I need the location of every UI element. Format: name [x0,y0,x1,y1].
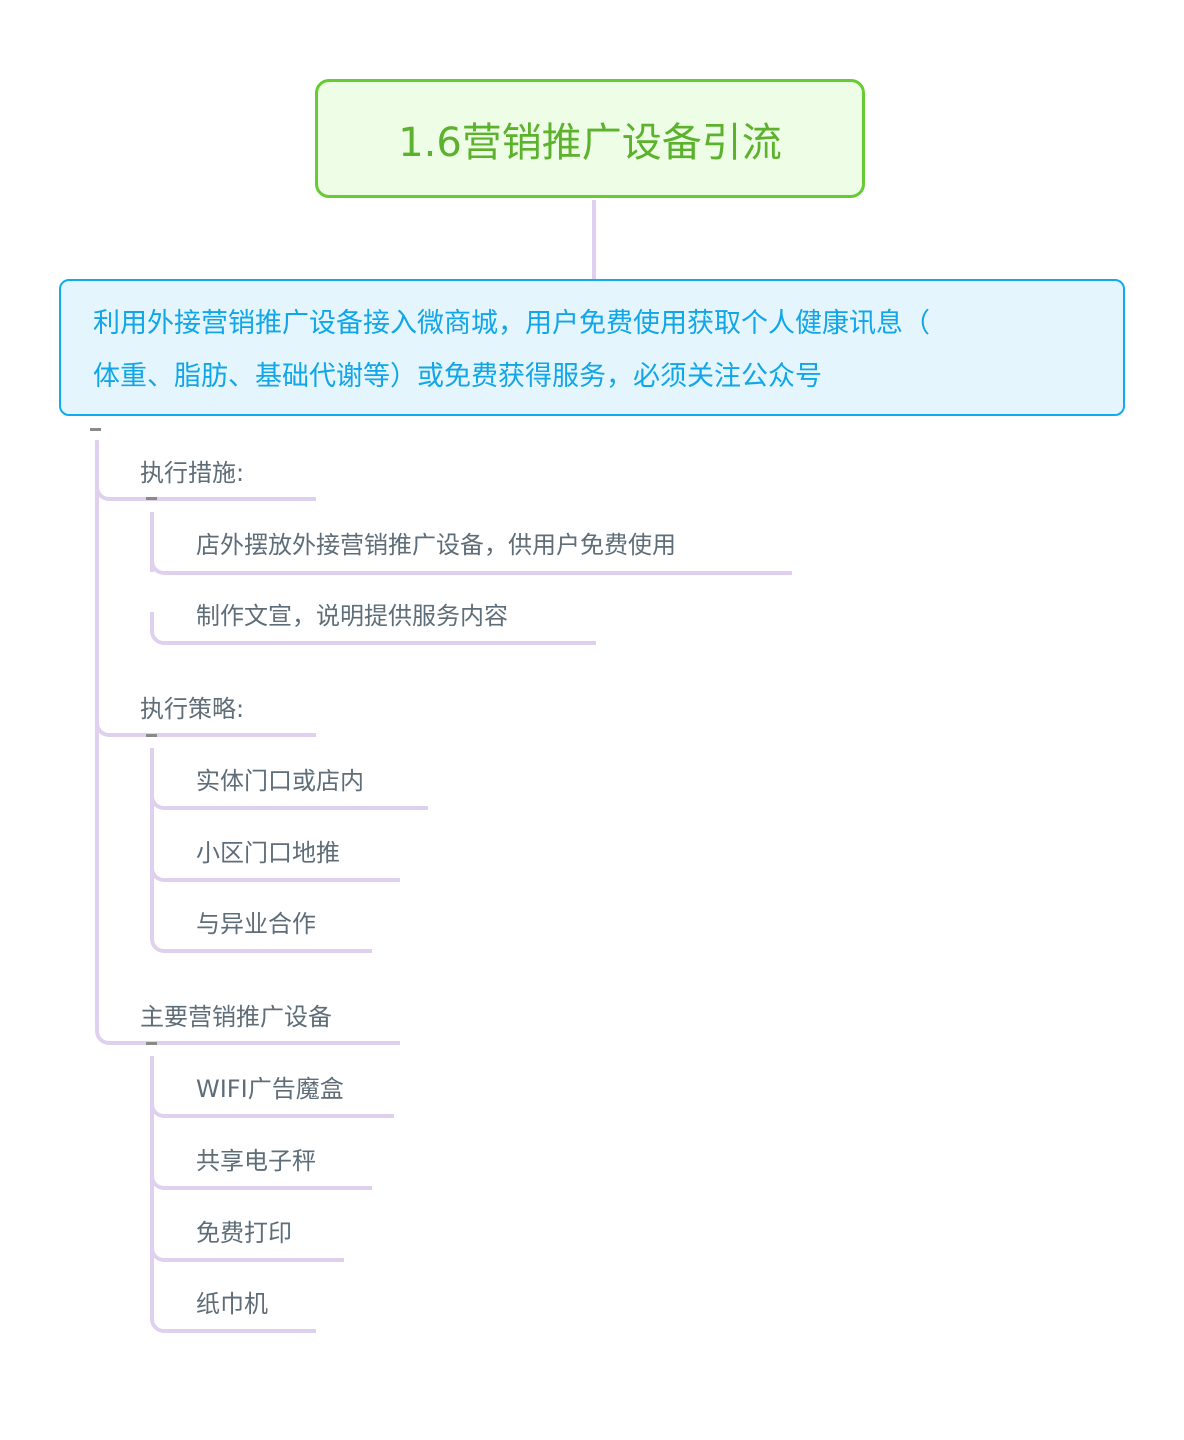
branch-2-label[interactable]: 执行策略: [140,695,245,723]
child-3-2-underline [178,1186,372,1190]
collapse-toggle-branch-3[interactable] [146,1042,157,1045]
child-2-1-elbow [150,780,180,810]
branch-2-underline [142,733,316,737]
child-3-2-elbow [150,1160,180,1190]
child-2-1-underline [178,806,428,810]
child-3-1-underline [178,1114,394,1118]
child-3-4-underline [178,1329,316,1333]
child-2-3-label[interactable]: 与异业合作 [196,910,316,938]
collapse-toggle-branch-2[interactable] [146,734,157,737]
child-3-2-label[interactable]: 共享电子秤 [196,1147,316,1175]
collapse-toggle-main-topic[interactable] [90,428,101,431]
child-3-1-label[interactable]: WIFI广告魔盒 [196,1075,344,1103]
child-2-2-label[interactable]: 小区门口地推 [196,839,340,867]
branch-2-elbow [95,706,145,737]
branch-3-label[interactable]: 主要营销推广设备 [140,1003,332,1031]
root-topic[interactable]: 1.6营销推广设备引流 [315,79,865,198]
branch-1-children-line [150,512,154,572]
child-1-1-underline [178,571,792,575]
branch-3-underline [142,1041,400,1045]
branch-1-underline [142,497,316,501]
branch-1-elbow [95,470,145,501]
main-topic[interactable]: 利用外接营销推广设备接入微商城，用户免费使用获取个人健康讯息（ 体重、脂肪、基础… [59,279,1125,416]
root-topic-title: 1.6营销推广设备引流 [398,119,782,166]
child-1-1-elbow [150,545,180,575]
collapse-toggle-branch-1[interactable] [146,497,157,500]
child-1-2-elbow [150,612,180,645]
child-2-1-label[interactable]: 实体门口或店内 [196,767,364,795]
branch-2-children-line [150,748,154,928]
child-1-2-underline [178,641,596,645]
child-3-4-elbow [150,1302,180,1333]
root-connector-line [592,200,596,280]
branch-3-elbow [95,1012,145,1045]
child-3-3-underline [178,1258,344,1262]
child-3-3-elbow [150,1232,180,1262]
child-3-3-label[interactable]: 免费打印 [196,1219,292,1247]
child-2-3-elbow [150,922,180,953]
child-2-2-underline [178,878,400,882]
child-3-4-label[interactable]: 纸巾机 [196,1290,268,1318]
branch-1-label[interactable]: 执行措施: [140,459,245,487]
child-1-2-label[interactable]: 制作文宣，说明提供服务内容 [196,602,508,630]
main-topic-line-1: 利用外接营销推广设备接入微商城，用户免费使用获取个人健康讯息（ [93,308,930,339]
child-3-1-elbow [150,1088,180,1118]
main-topic-line-2: 体重、脂肪、基础代谢等）或免费获得服务，必须关注公众号 [93,361,822,392]
child-1-1-label[interactable]: 店外摆放外接营销推广设备，供用户免费使用 [196,531,676,559]
child-2-3-underline [178,949,372,953]
child-2-2-elbow [150,852,180,882]
